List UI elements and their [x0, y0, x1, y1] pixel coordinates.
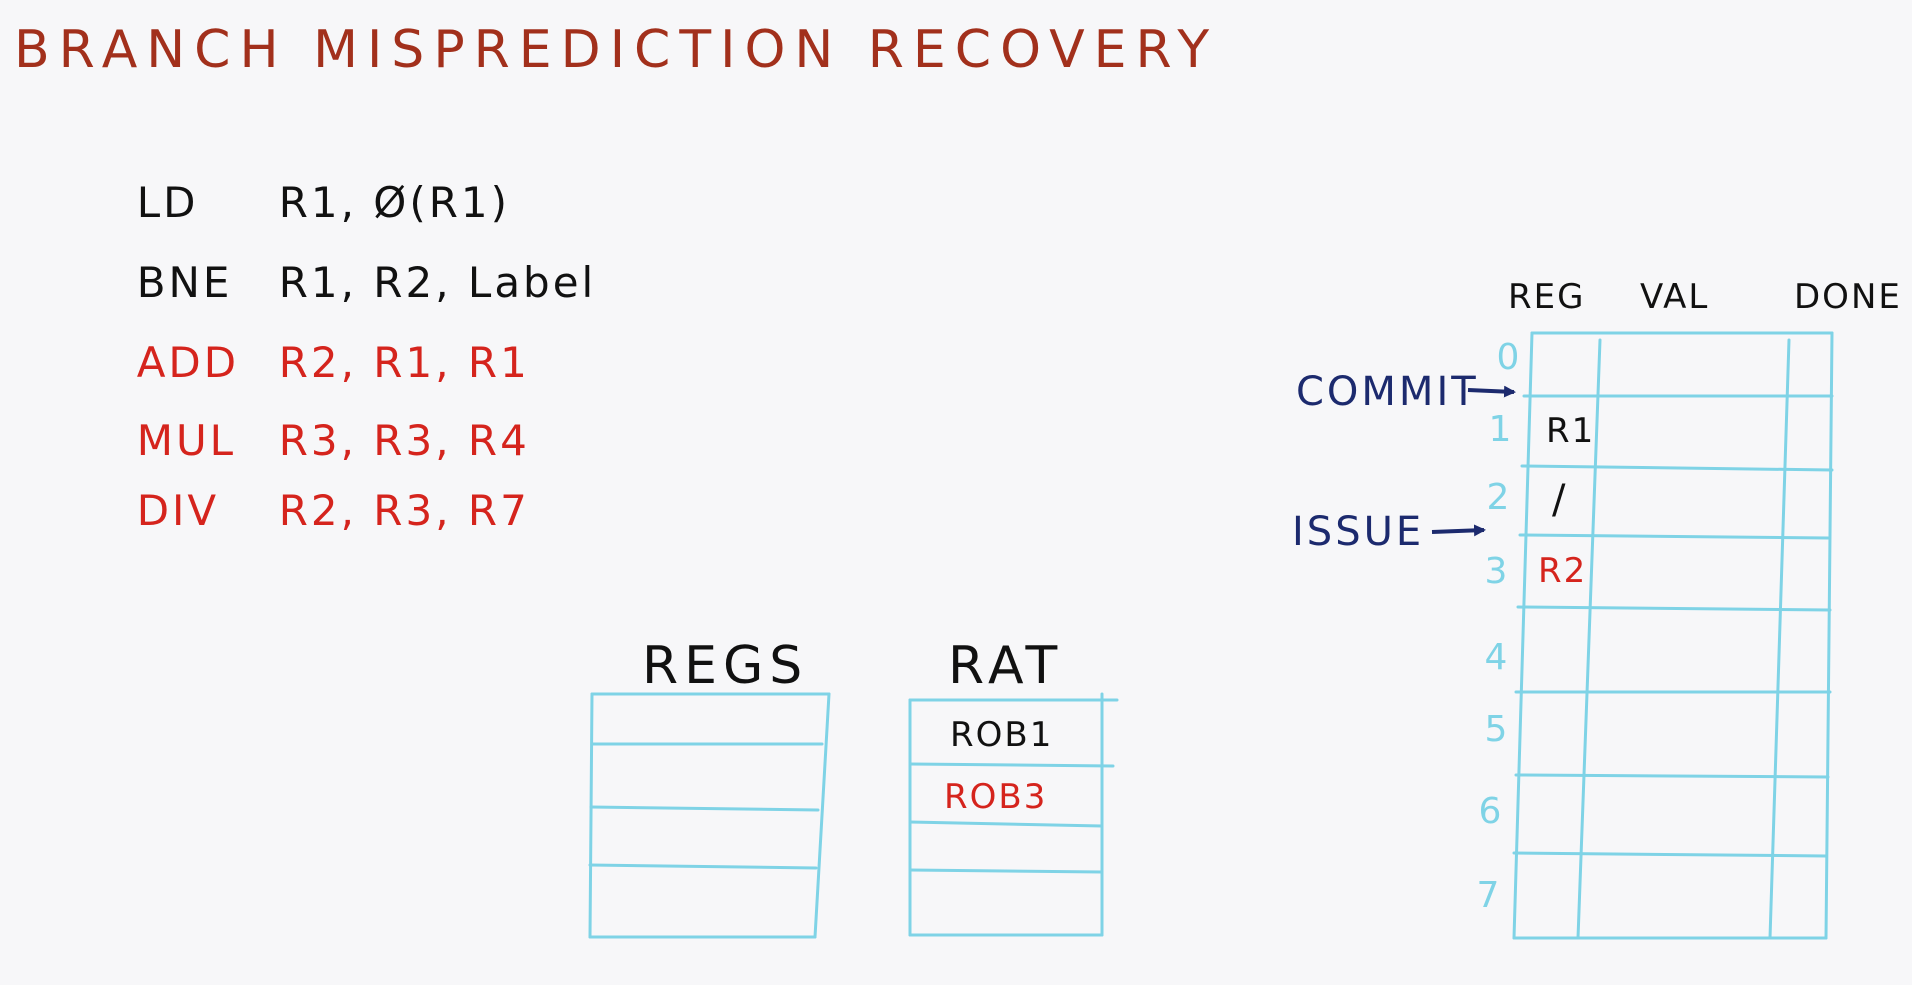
- instruction-div: DIV R2, R3, R7: [104, 448, 530, 532]
- instruction-ld: LD R1, Ø(R1): [104, 140, 510, 224]
- commit-arrow: [1467, 385, 1516, 398]
- instruction-operands: R1, R2, Label: [278, 258, 597, 307]
- rob-reg-entry: R2: [1538, 551, 1588, 591]
- instruction-mul: MUL R3, R3, R4: [104, 378, 530, 462]
- regs-table-grid: [588, 692, 831, 939]
- rob-index: 3: [1484, 551, 1508, 592]
- issue-arrow: [1431, 524, 1486, 537]
- rob-index: 6: [1478, 791, 1502, 832]
- rob-header-reg: REG: [1508, 277, 1586, 317]
- regs-title: REGS: [642, 636, 809, 696]
- instruction-opcode: DIV: [136, 486, 220, 535]
- instruction-opcode: MUL: [136, 416, 237, 465]
- rob-index: 4: [1484, 637, 1508, 678]
- instruction-operands: R2, R1, R1: [278, 338, 530, 387]
- instruction-add: ADD R2, R1, R1: [104, 300, 530, 384]
- rat-entry: ROB1: [950, 715, 1054, 755]
- instruction-operands: R2, R3, R7: [278, 486, 530, 535]
- rat-title: RAT: [948, 636, 1064, 696]
- rob-index: 7: [1476, 875, 1500, 916]
- instruction-bne: BNE R1, R2, Label: [104, 220, 596, 304]
- instruction-opcode: ADD: [136, 338, 240, 387]
- instruction-operands: R1, Ø(R1): [278, 178, 511, 227]
- rat-entry: ROB3: [944, 777, 1048, 817]
- rob-index: 0: [1496, 337, 1520, 378]
- rob-header-val: VAL: [1640, 277, 1710, 317]
- instruction-opcode: LD: [136, 178, 199, 227]
- rob-reg-entry: R1: [1546, 411, 1596, 451]
- diagram-title: BRANCH MISPREDICTION RECOVERY: [14, 20, 1219, 80]
- rat-table-grid: [908, 692, 1119, 937]
- commit-pointer-label: COMMIT: [1296, 369, 1479, 415]
- rob-table-grid: [1512, 331, 1834, 940]
- rob-index: 2: [1486, 477, 1510, 518]
- instruction-operands: R3, R3, R4: [278, 416, 530, 465]
- rob-header-done: DONE: [1794, 277, 1902, 317]
- rob-reg-entry: /: [1552, 477, 1568, 523]
- instruction-opcode: BNE: [136, 258, 233, 307]
- rob-index: 5: [1484, 709, 1508, 750]
- rob-index: 1: [1488, 409, 1512, 450]
- issue-pointer-label: ISSUE: [1292, 509, 1425, 555]
